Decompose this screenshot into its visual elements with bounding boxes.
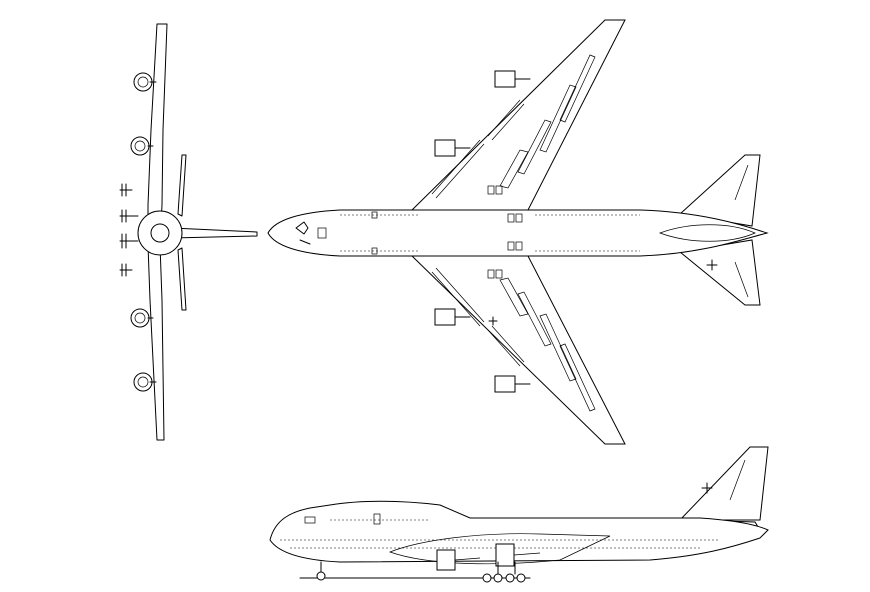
side-landing-gear <box>299 561 531 583</box>
top-tail-emblem <box>488 259 718 326</box>
top-engine-2 <box>434 139 471 157</box>
top-flaps-upper <box>431 54 596 199</box>
top-view <box>267 19 769 445</box>
front-landing-gear <box>119 183 139 277</box>
top-wing-upper <box>410 19 626 211</box>
top-wing-lower <box>410 255 626 445</box>
side-fuselage <box>269 500 769 563</box>
side-engine-2 <box>495 543 541 567</box>
top-fuselage <box>267 209 769 257</box>
top-cockpit <box>295 221 311 245</box>
top-engine-1 <box>494 70 531 88</box>
top-tail-lower <box>678 239 761 306</box>
front-engine-2 <box>130 136 154 156</box>
side-view <box>269 446 769 583</box>
side-tail-emblem <box>701 482 713 494</box>
front-stabilizer <box>171 227 258 239</box>
side-upper-deck-windows <box>304 513 430 525</box>
front-engine-1 <box>133 72 157 92</box>
top-engine-3 <box>434 308 471 326</box>
side-engine-1 <box>436 549 481 571</box>
front-engine-3 <box>130 308 154 328</box>
front-fin-lower <box>177 247 187 311</box>
top-engine-4 <box>494 375 531 393</box>
front-nose <box>150 223 170 243</box>
top-window-rows <box>317 211 640 255</box>
front-fin-upper <box>177 154 187 217</box>
side-main-deck-windows <box>280 539 720 549</box>
top-flaps-lower <box>431 267 596 412</box>
front-wing <box>147 23 168 441</box>
top-main-gear <box>487 185 523 279</box>
front-view <box>119 23 258 441</box>
side-fin <box>678 446 769 521</box>
front-engine-4 <box>133 372 157 392</box>
